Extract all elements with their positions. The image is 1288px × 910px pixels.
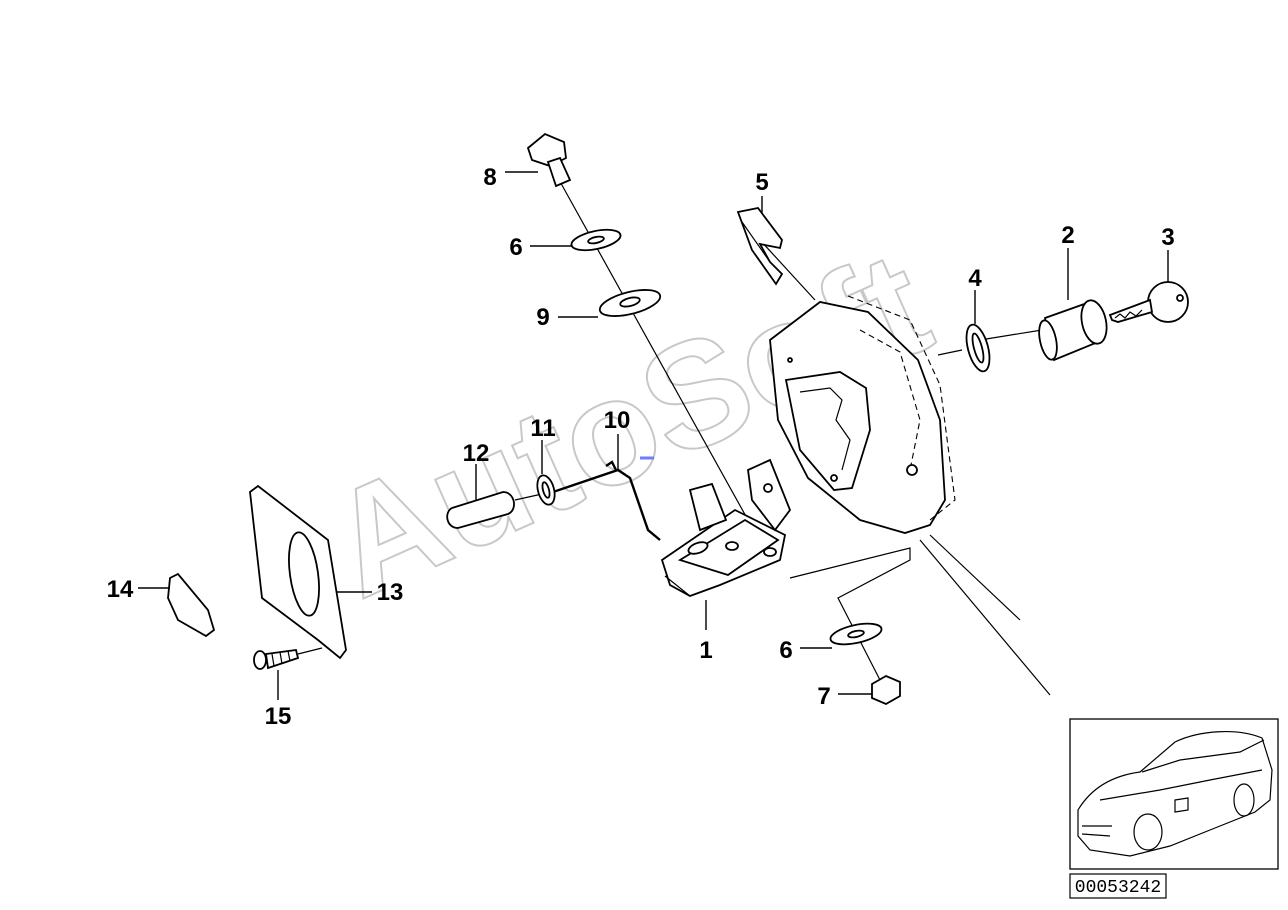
screw-part-15 [253, 647, 323, 670]
callout-1: 1 [699, 637, 712, 664]
vehicle-thumbnail [1069, 718, 1279, 870]
cover-plate-part-13 [249, 484, 347, 660]
callout-labels: 1 2 3 4 5 6 6 7 8 9 10 11 12 13 14 15 [107, 164, 1175, 730]
leader-lines [138, 171, 1169, 700]
latch-part-1 [660, 458, 792, 597]
washer-part-9 [598, 289, 662, 317]
rod-part-10 [552, 460, 661, 541]
callout-6-bottom: 6 [779, 637, 792, 664]
sleeve-part-12 [446, 491, 515, 529]
callout-8: 8 [483, 164, 496, 191]
grommet-part-11 [536, 474, 556, 506]
washer-part-6-top [570, 228, 622, 252]
callout-5: 5 [755, 169, 768, 196]
callout-13: 13 [377, 579, 404, 606]
key-part-3 [1108, 281, 1189, 323]
lock-cylinder-part-2 [1038, 299, 1108, 362]
lock-housing [769, 295, 956, 534]
ring-part-4 [965, 323, 991, 373]
callout-11: 11 [530, 415, 555, 442]
seal-part-14 [167, 572, 216, 638]
callout-3: 3 [1161, 224, 1174, 251]
diagram-number: 00053242 [1075, 878, 1161, 898]
diagram-number-box: 00053242 [1069, 873, 1167, 899]
callout-4: 4 [968, 265, 982, 292]
callout-15: 15 [265, 703, 292, 730]
callout-10: 10 [604, 407, 631, 434]
bolt-part-8 [526, 132, 572, 188]
callout-12: 12 [463, 440, 490, 467]
callout-2: 2 [1061, 222, 1074, 249]
callout-7: 7 [817, 683, 830, 710]
washer-part-6-bottom [829, 622, 883, 646]
callout-6-top: 6 [509, 234, 522, 261]
nut-part-7 [871, 674, 901, 706]
clip-part-5 [736, 207, 784, 286]
callout-9: 9 [536, 304, 549, 331]
car-icon [1077, 731, 1273, 857]
callout-14: 14 [107, 576, 134, 603]
